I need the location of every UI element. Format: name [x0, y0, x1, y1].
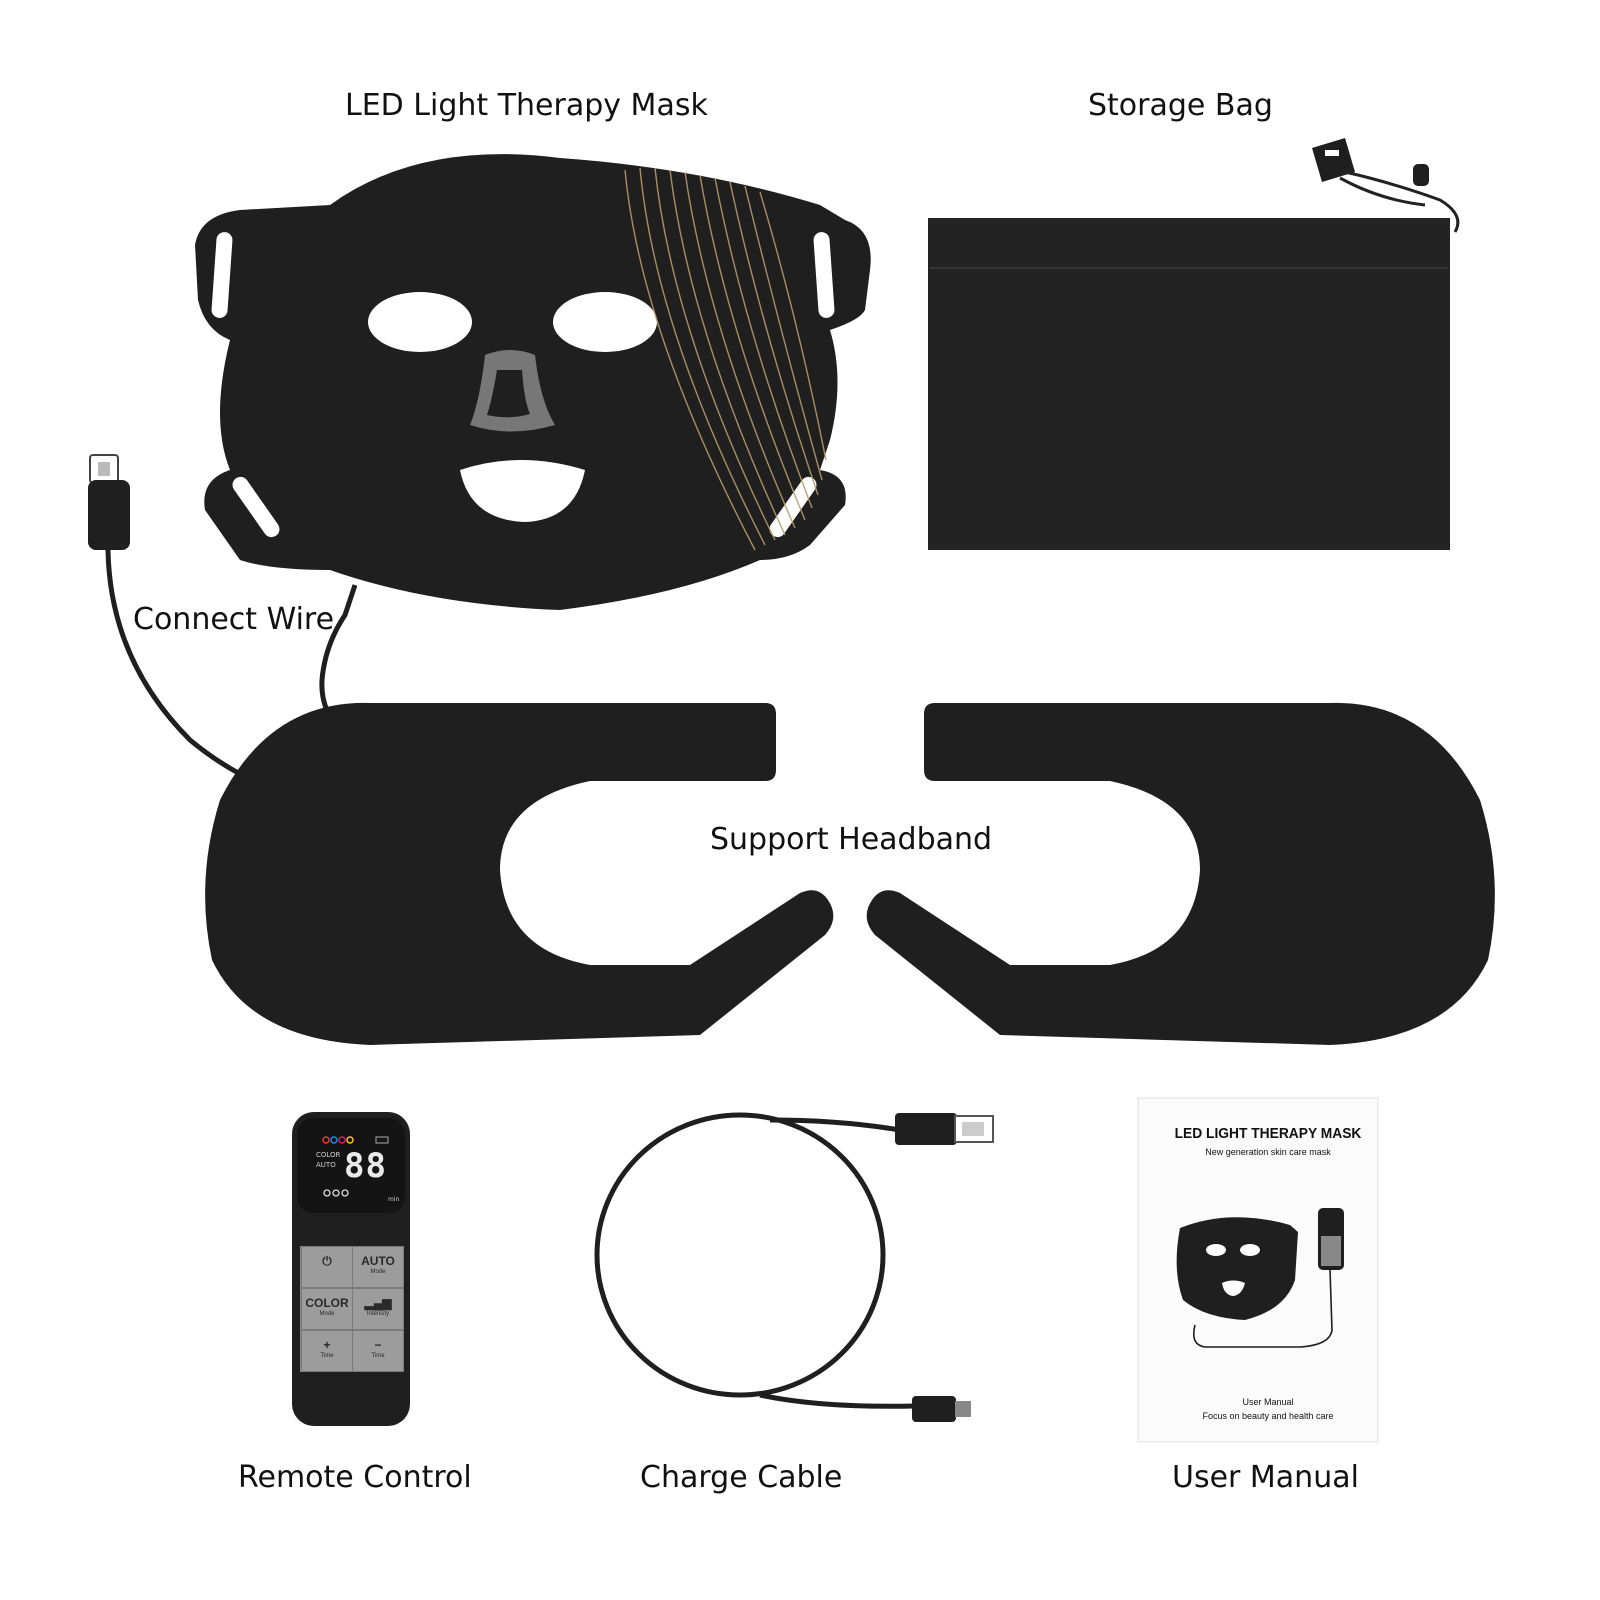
remote-legend: COLOR AUTO [316, 1150, 340, 1170]
label-connect-wire: Connect Wire [133, 602, 335, 637]
manual-title: LED LIGHT THERAPY MASK [1174, 1125, 1362, 1142]
support-headband [205, 702, 1495, 1045]
label-led-mask: LED Light Therapy Mask [345, 88, 708, 123]
remote-display-digits: 88 [344, 1146, 387, 1186]
connect-wire [88, 454, 408, 810]
color-mode-button[interactable]: COLOR Mode [301, 1288, 353, 1330]
led-mask [195, 154, 871, 610]
manual-mask-image [1176, 1217, 1298, 1320]
remote-control-panel: COLOR AUTO 88 min ⏻ AUTO Mode COLOR Mode… [292, 1112, 410, 1424]
time-plus-button[interactable]: + Time [301, 1330, 353, 1372]
label-charge-cable: Charge Cable [640, 1460, 843, 1495]
label-support-headband: Support Headband [710, 822, 993, 857]
label-remote-control: Remote Control [238, 1460, 472, 1495]
legend-auto: AUTO [316, 1161, 336, 1169]
remote-display-unit: min [388, 1196, 400, 1203]
manual-footer-title: User Manual [1242, 1397, 1294, 1407]
signal-bars-icon: ▂▄▆ [364, 1296, 392, 1310]
charge-cable [594, 1112, 994, 1422]
gold-led-lines [624, 167, 827, 551]
intensity-button[interactable]: ▂▄▆ Intensity [352, 1288, 404, 1330]
power-icon: ⏻ [322, 1254, 332, 1268]
manual-subtitle: New generation skin care mask [1205, 1147, 1331, 1157]
label-user-manual: User Manual [1172, 1460, 1359, 1495]
label-storage-bag: Storage Bag [1088, 88, 1273, 123]
manual-footer-tagline: Focus on beauty and health care [1202, 1411, 1334, 1421]
user-manual [1137, 1097, 1379, 1443]
storage-bag [928, 138, 1460, 550]
auto-mode-button[interactable]: AUTO Mode [352, 1246, 404, 1288]
legend-color: COLOR [316, 1151, 341, 1159]
time-minus-button[interactable]: − Time [352, 1330, 404, 1372]
power-button[interactable]: ⏻ [301, 1246, 353, 1288]
